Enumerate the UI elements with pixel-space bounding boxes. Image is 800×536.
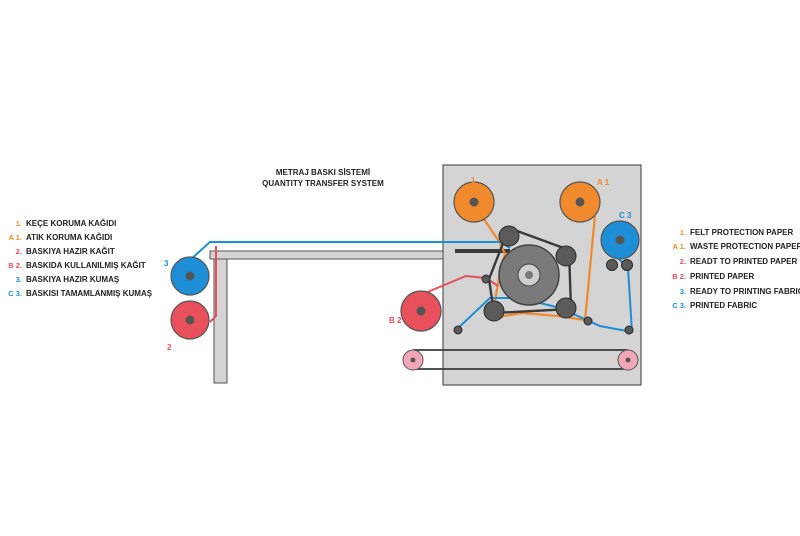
legend-en-text-4: PRINTED PAPER — [690, 272, 755, 281]
main-drum — [498, 244, 560, 306]
felt-paper-path — [473, 198, 598, 322]
roll-a1 — [559, 181, 601, 223]
roll-label-a1: A 1 — [597, 178, 610, 187]
legend-turkish: 1. KEÇE KORUMA KAĞIDI A 1. ATIK KORUMA K… — [0, 218, 170, 302]
legend-en-key-6: C 3. — [672, 301, 686, 310]
table-top — [209, 250, 444, 260]
legend-en-key-2: A 1. — [672, 242, 686, 251]
legend-tr-key-5: 3. — [15, 275, 22, 284]
legend-tr-key-6: C 3. — [8, 289, 22, 298]
legend-tr-text-6: BASKISI TAMAMLANMIŞ KUMAŞ — [26, 289, 153, 298]
legend-en-text-2: WASTE PROTECTION PAPER — [690, 242, 800, 251]
legend-tr-text-3: BASKIYA HAZIR KAĞIT — [26, 247, 115, 256]
conveyor-pulley-right — [617, 349, 639, 371]
roll-label-3: 3 — [164, 259, 169, 268]
legend-en-text-1: FELT PROTECTION PAPER — [690, 228, 794, 237]
legend-tr-key-3: 2. — [15, 247, 22, 256]
small-rollers — [453, 259, 634, 335]
plate — [455, 249, 510, 253]
printing-paper-path — [209, 246, 217, 323]
fabric-path-bottom — [455, 257, 634, 334]
roll-3 — [170, 256, 210, 296]
printed-paper-path — [417, 274, 499, 297]
legend-tr-key-2: A 1. — [8, 233, 22, 242]
legend-en-text-6: PRINTED FABRIC — [690, 301, 758, 310]
legend-tr-text-1: KEÇE KORUMA KAĞIDI — [26, 219, 117, 228]
roll-c3 — [600, 220, 640, 260]
guide-rollers — [483, 225, 577, 322]
legend-en-text-3: READT TO PRINTED PAPER — [690, 257, 798, 266]
legend-tr-key-1: 1. — [15, 219, 22, 228]
table-leg — [213, 258, 228, 384]
roll-b2 — [400, 290, 442, 332]
legend-tr-text-2: ATIK KORUMA KAĞIDI — [26, 233, 113, 242]
roll-1 — [453, 181, 495, 223]
legend-en-key-1: 1. — [679, 228, 686, 237]
legend-tr-key-4: B 2. — [8, 261, 22, 270]
conveyor-belt — [413, 349, 628, 370]
legend-tr-text-5: BASKIYA HAZIR KUMAŞ — [26, 275, 120, 284]
roll-2 — [170, 300, 210, 340]
legend-en-key-5: 3. — [679, 287, 686, 296]
roll-label-b2: B 2 — [389, 316, 402, 325]
legend-english: 1. FELT PROTECTION PAPER A 1. WASTE PROT… — [664, 227, 800, 311]
roll-label-1: 1 — [471, 176, 476, 185]
legend-tr-text-4: BASKIDA KULLANILMIŞ KAĞIT — [26, 261, 146, 270]
title-line-1: METRAJ BASKI SİSTEMİ — [275, 168, 371, 177]
conveyor-pulley-left — [402, 349, 424, 371]
title-line-2: QUANTITY TRANSFER SYSTEM — [262, 179, 384, 188]
legend-en-text-5: READY TO PRINTING FABRIC — [690, 287, 800, 296]
drum-belt — [487, 226, 573, 315]
legend-en-key-4: B 2. — [672, 272, 686, 281]
legend-en-key-3: 2. — [679, 257, 686, 266]
roll-label-c3: C 3 — [619, 211, 632, 220]
roll-label-2: 2 — [167, 343, 172, 352]
